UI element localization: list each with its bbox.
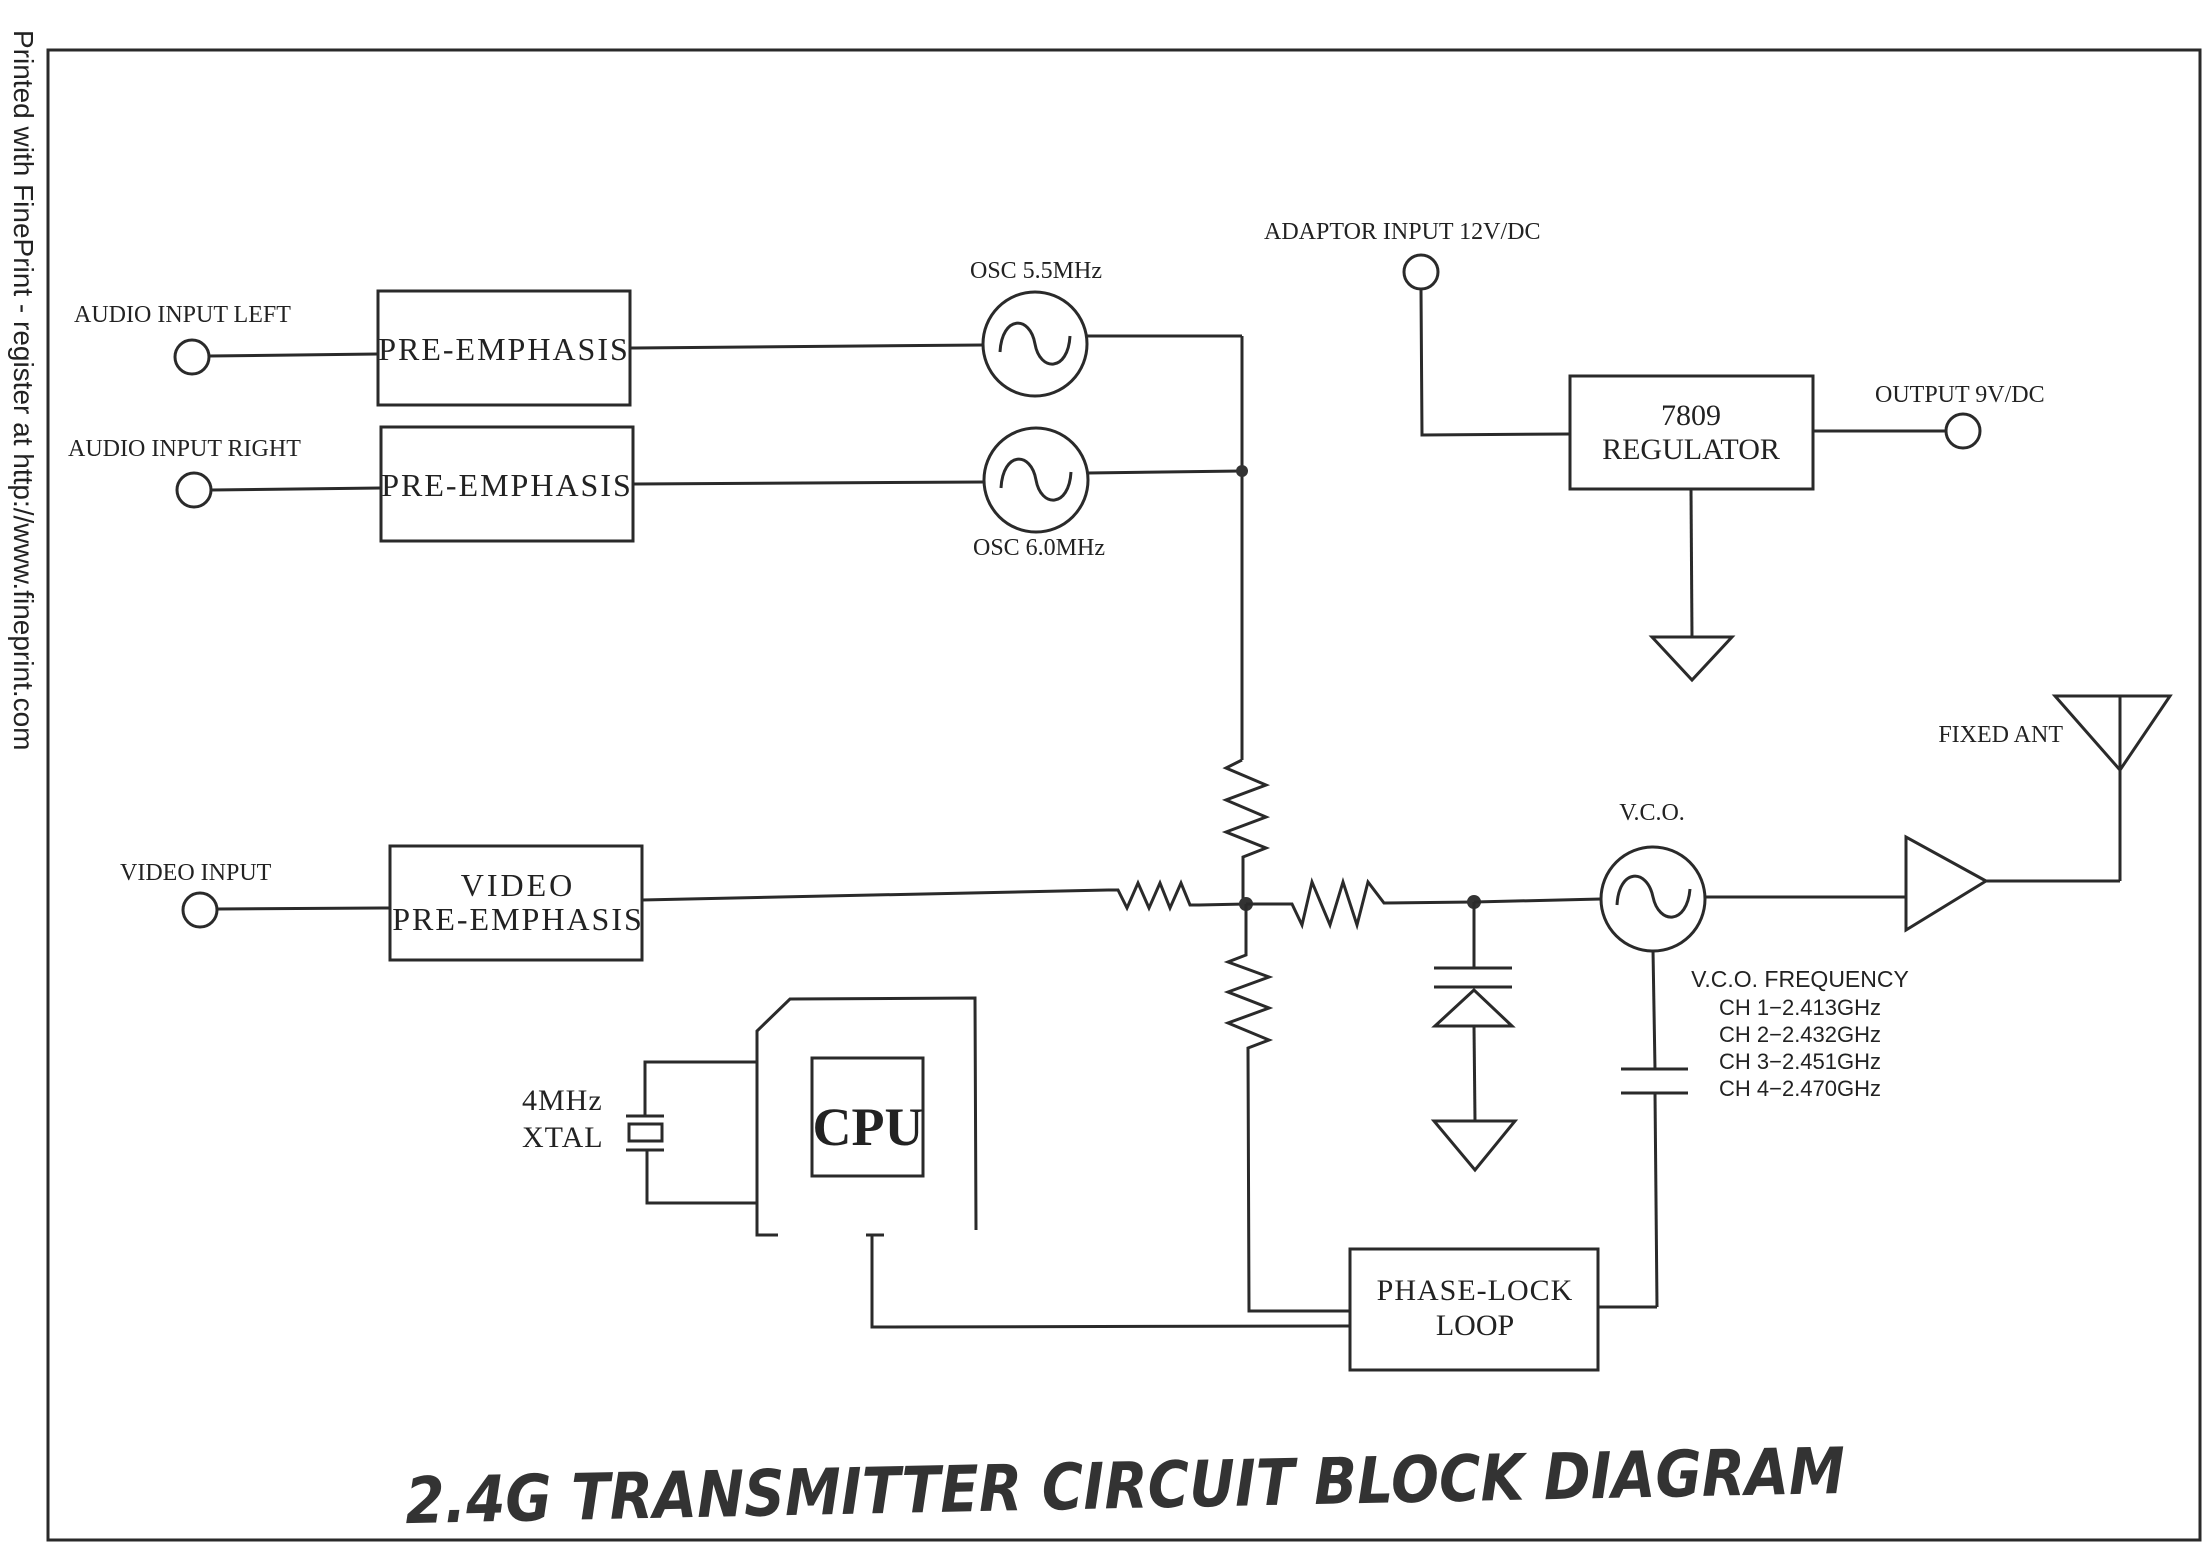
- wire: [645, 1150, 757, 1205]
- pre-emphasis-left-label: PRE-EMPHASIS: [378, 331, 630, 367]
- wire: [208, 352, 379, 358]
- amplifier-symbol: [1904, 834, 1989, 933]
- audio-input-left-jack: [173, 338, 211, 376]
- antenna-icon: [2051, 694, 2173, 773]
- wire: [1653, 1092, 1659, 1308]
- crystal-label-line1: 4MHz: [522, 1084, 603, 1117]
- vco-channel-3: CH 3−2.451GHz: [1719, 1049, 1881, 1074]
- output-label: OUTPUT 9V/DC: [1875, 382, 2045, 408]
- vco-frequency-heading: V.C.O. FREQUENCY: [1691, 966, 1909, 992]
- adaptor-input-label: ADAPTOR INPUT 12V/DC: [1264, 219, 1540, 245]
- wire: [641, 888, 1109, 902]
- wire: [632, 480, 986, 486]
- wire: [629, 343, 984, 350]
- diagram-frame: [46, 48, 2202, 1542]
- pll-label-line2: LOOP: [1436, 1309, 1514, 1342]
- sine-wave-icon: [1615, 874, 1692, 919]
- wire: [1689, 488, 1694, 638]
- adaptor-input-jack: [1402, 253, 1440, 291]
- audio-input-right-jack: [175, 471, 213, 509]
- vco-label: V.C.O.: [1619, 800, 1685, 826]
- cpu-package: [755, 996, 978, 1237]
- wire: [1651, 949, 1657, 1070]
- resistor-left: [1108, 879, 1247, 912]
- phase-lock-loop-block: [1348, 1247, 1600, 1372]
- vco-channel-4: CH 4−2.470GHz: [1719, 1076, 1881, 1101]
- regulator-label-line2: REGULATOR: [1602, 433, 1780, 466]
- resistor-bottom: [1223, 904, 1350, 1313]
- video-pre-emphasis-label-line2: PRE-EMPHASIS: [392, 901, 644, 937]
- wire: [210, 486, 382, 492]
- video-pre-emphasis-label-line1: VIDEO: [461, 867, 576, 903]
- wire: [643, 1060, 757, 1116]
- wire: [1087, 469, 1243, 475]
- resistor-right: [1246, 876, 1475, 931]
- video-input-jack: [181, 891, 219, 929]
- ground-symbol: [1648, 635, 1736, 683]
- cpu-core-block: [810, 1056, 925, 1178]
- audio-input-left-label: AUDIO INPUT LEFT: [74, 302, 291, 328]
- osc-6-0-symbol: [982, 426, 1090, 534]
- junction-dot: [1236, 465, 1248, 477]
- watermark-text: Printed with FinePrint - register at htt…: [8, 30, 39, 751]
- pre-emphasis-left-block: [376, 289, 632, 407]
- wire: [1473, 897, 1602, 904]
- pll-label-line1: PHASE-LOCK: [1377, 1274, 1574, 1307]
- crystal-icon: [627, 1122, 664, 1143]
- output-jack: [1944, 412, 1982, 450]
- diagram-title: 2.4G TRANSMITTER CIRCUIT BLOCK DIAGRAM: [405, 1435, 1846, 1539]
- sine-wave-icon: [998, 321, 1072, 366]
- diode-icon: [1431, 987, 1516, 1028]
- osc-5-5-symbol: [981, 290, 1089, 398]
- pre-emphasis-right-label: PRE-EMPHASIS: [381, 467, 633, 503]
- fixed-antenna-label: FIXED ANT: [1938, 722, 2063, 748]
- audio-input-right-label: AUDIO INPUT RIGHT: [68, 436, 301, 462]
- video-pre-emphasis-block: [388, 844, 644, 962]
- vco-channel-2: CH 2−2.432GHz: [1719, 1022, 1881, 1047]
- video-input-label: VIDEO INPUT: [120, 860, 272, 886]
- sine-wave-icon: [999, 457, 1073, 502]
- vco-channel-1: CH 1−2.413GHz: [1719, 995, 1881, 1020]
- regulator-label-line1: 7809: [1661, 399, 1721, 432]
- wire: [1472, 1025, 1477, 1122]
- wire: [1419, 288, 1571, 437]
- osc-5-5-label: OSC 5.5MHz: [970, 258, 1102, 284]
- osc-6-0-label: OSC 6.0MHz: [973, 535, 1105, 561]
- ground-symbol: [1430, 1119, 1519, 1173]
- cpu-label: CPU: [813, 1097, 924, 1157]
- crystal-label-line2: XTAL: [522, 1121, 604, 1154]
- resistor-top: [1221, 758, 1271, 904]
- wire: [870, 1235, 1351, 1329]
- wire: [216, 906, 391, 911]
